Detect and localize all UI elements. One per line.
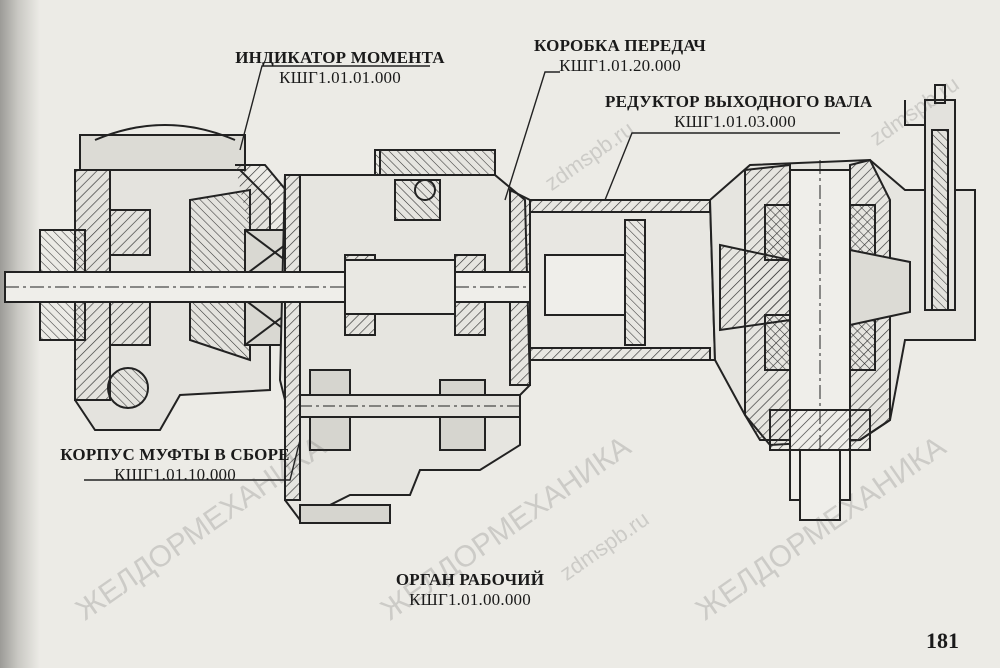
- output-reducer-code: КШГ1.01.03.000: [674, 112, 796, 131]
- output-reducer-label: РЕДУКТОР ВЫХОДНОГО ВАЛА КШГ1.01.03.000: [605, 92, 873, 132]
- torque-indicator-label: ИНДИКАТОР МОМЕНТА КШГ1.01.01.000: [235, 48, 445, 88]
- output-reducer-section: [708, 84, 976, 521]
- torque-indicator-title: ИНДИКАТОР МОМЕНТА: [235, 48, 445, 67]
- clutch-housing-title: КОРПУС МУФТЫ В СБОРЕ: [60, 445, 290, 464]
- gearbox-label: КОРОБКА ПЕРЕДАЧ КШГ1.01.20.000: [530, 36, 710, 76]
- leader-lines: [84, 65, 840, 481]
- torque-indicator-code: КШГ1.01.01.000: [279, 68, 401, 87]
- working-body-code: КШГ1.01.00.000: [409, 590, 531, 609]
- gearbox-code: КШГ1.01.20.000: [559, 56, 681, 75]
- clutch-housing-label: КОРПУС МУФТЫ В СБОРЕ КШГ1.01.10.000: [60, 445, 290, 485]
- working-body-label: ОРГАН РАБОЧИЙ КШГ1.01.00.000: [380, 570, 560, 610]
- page-edge-shadow: [0, 0, 40, 668]
- gearbox-title: КОРОБКА ПЕРЕДАЧ: [534, 36, 706, 55]
- intermediate-housing: [529, 199, 717, 361]
- page-number: 181: [926, 628, 959, 653]
- working-body-title: ОРГАН РАБОЧИЙ: [395, 570, 545, 589]
- output-reducer-title: РЕДУКТОР ВЫХОДНОГО ВАЛА: [605, 92, 873, 111]
- clutch-housing-code: КШГ1.01.10.000: [114, 465, 236, 484]
